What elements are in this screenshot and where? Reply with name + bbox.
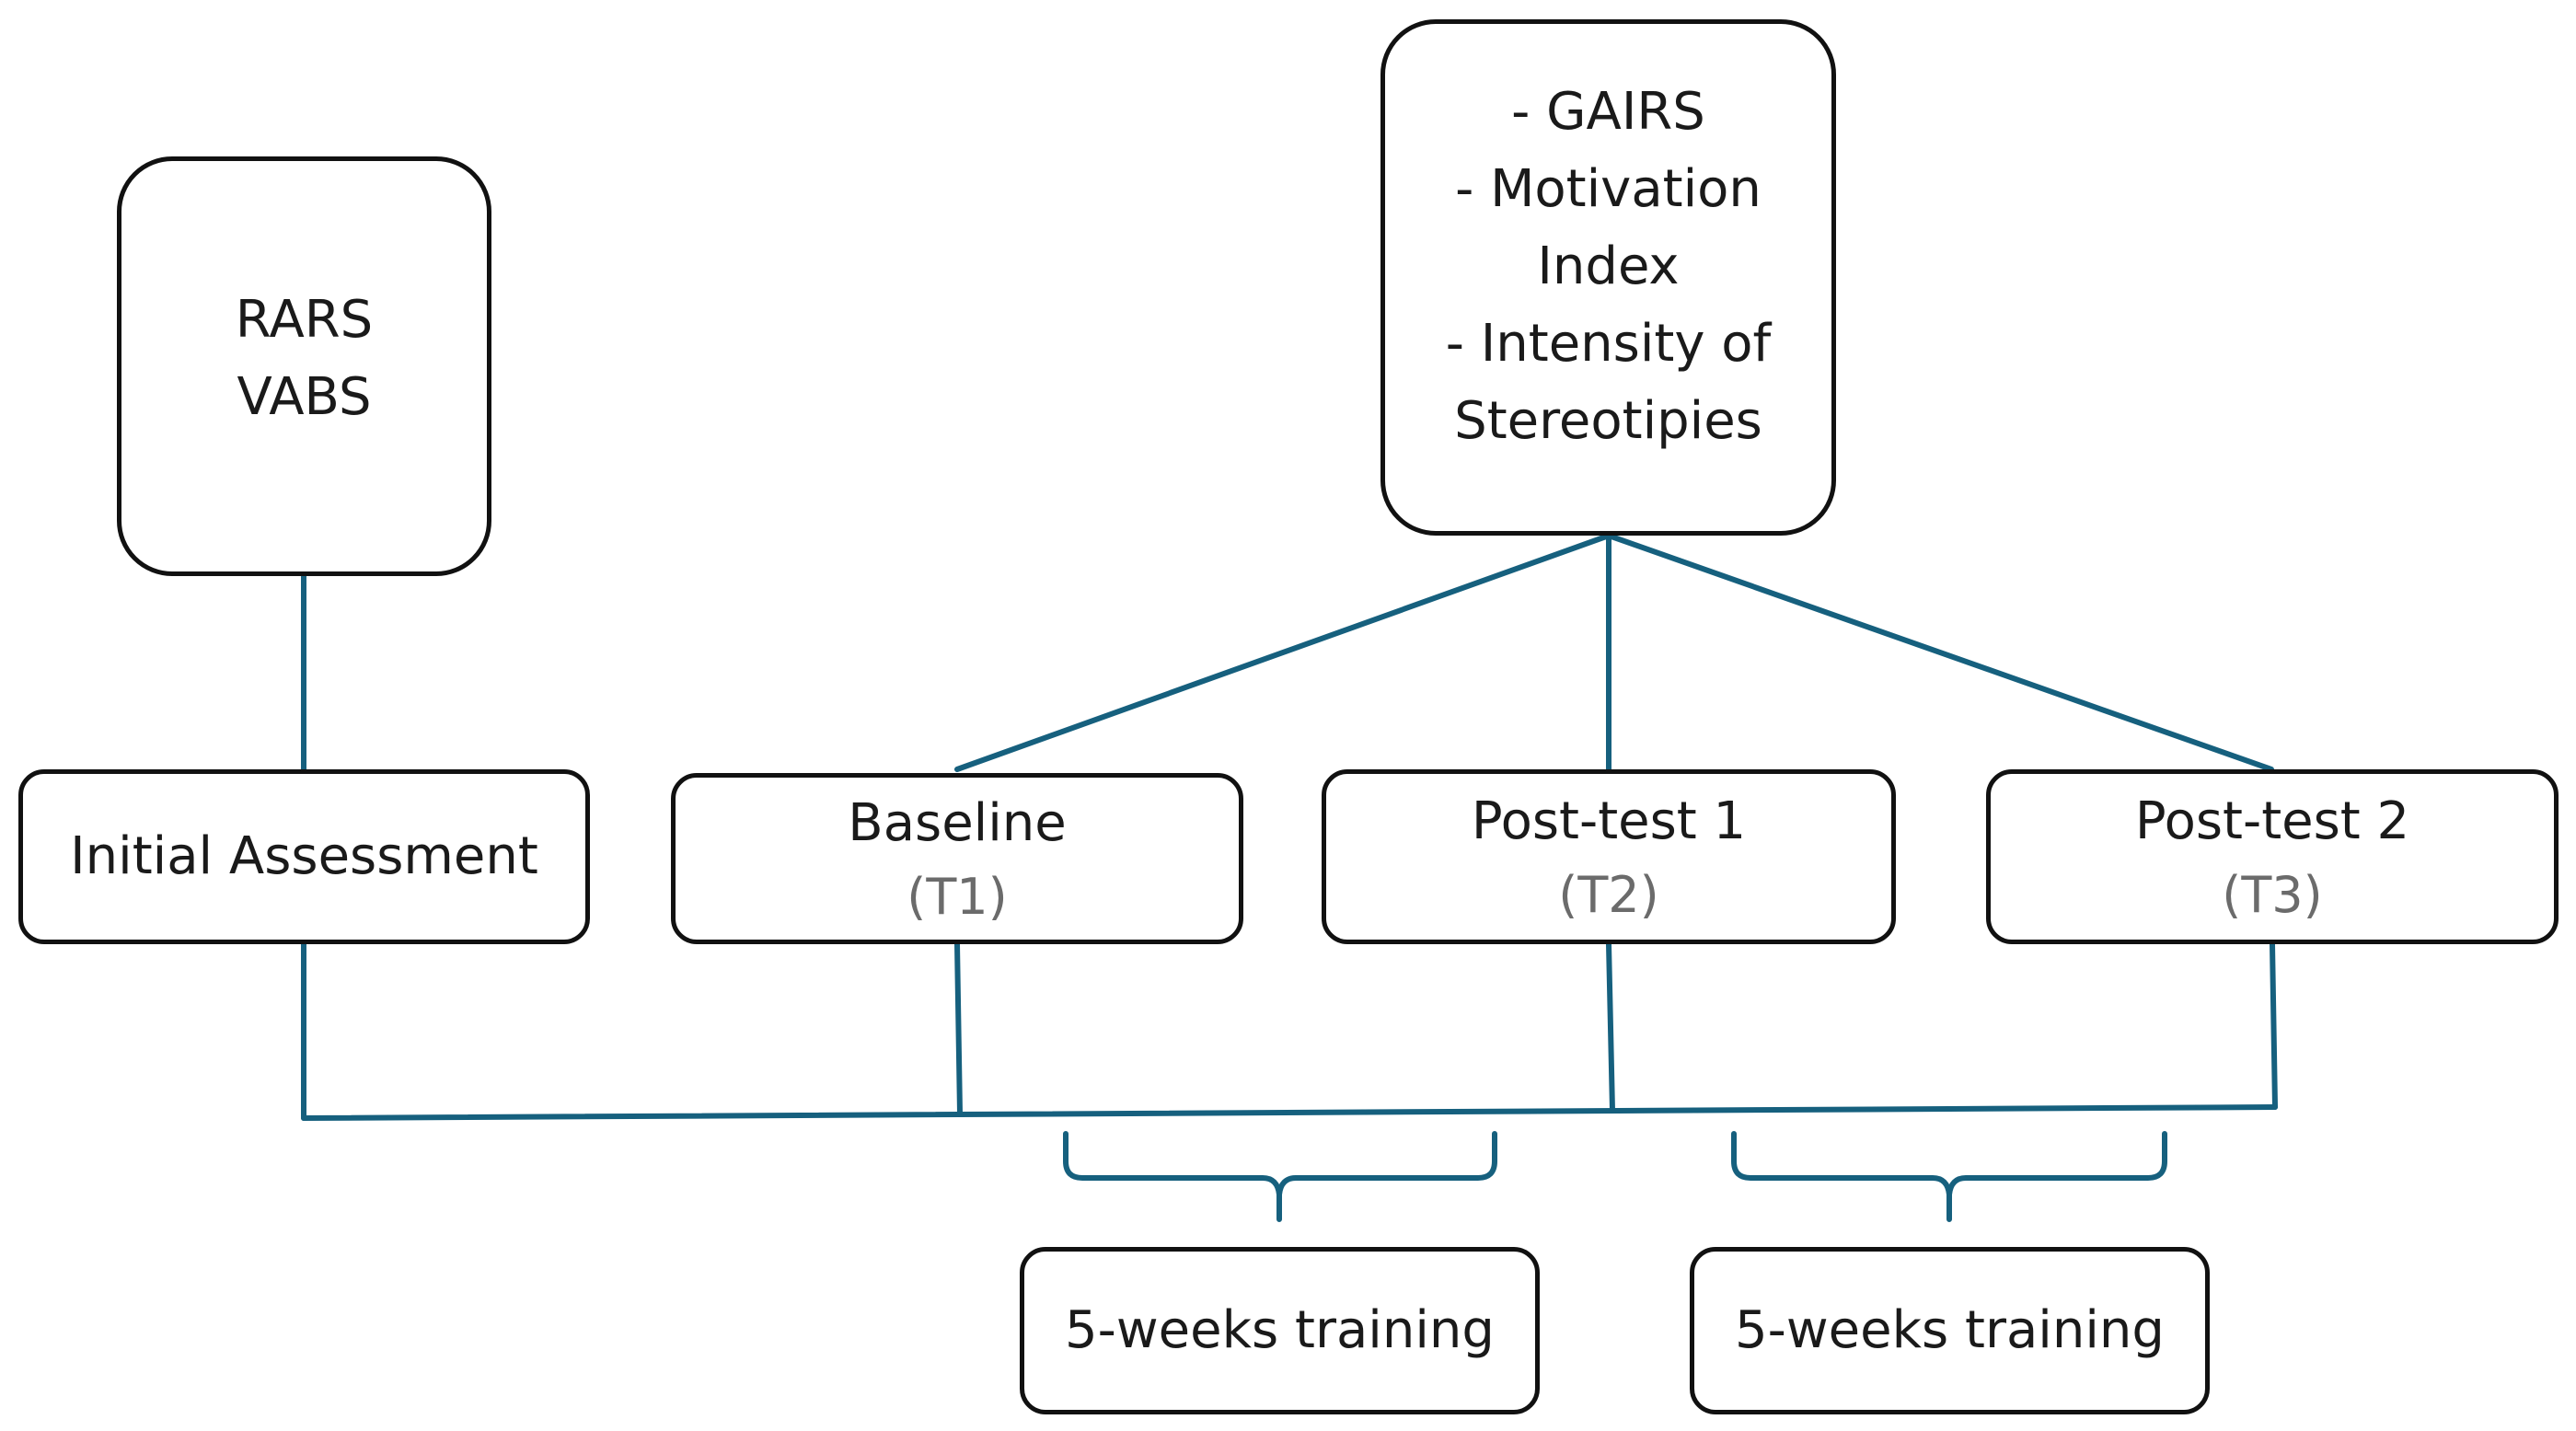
training1-label: 5-weeks training [1065,1300,1495,1360]
baseline-label: Baseline [848,793,1067,854]
scale-rars: RARS [235,290,374,350]
connector-measures-to-baseline [954,533,1611,772]
measure-intensity: - Intensity of [1445,313,1772,374]
posttest1-code: (T2) [1558,866,1659,925]
training2-box: 5-weeks training [1690,1247,2210,1414]
measure-gairs: - GAIRS [1511,81,1705,142]
tick-posttest1 [1606,941,1615,1114]
posttest1-box: Post-test 1 (T2) [1322,769,1896,944]
baseline-code: (T1) [907,868,1008,927]
brace-training-1 [1063,1131,1497,1222]
brace-training-2 [1731,1131,2167,1222]
posttest2-label: Post-test 2 [2134,791,2410,852]
training2-label: 5-weeks training [1735,1300,2165,1360]
measure-stereotipies: Stereotipies [1454,390,1762,451]
tick-baseline [954,941,963,1116]
initial-assessment-label: Initial Assessment [70,826,538,886]
measures-box: - GAIRS - Motivation Index - Intensity o… [1380,19,1836,536]
measure-motivation: - Motivation [1455,158,1762,219]
scales-box: RARS VABS [117,156,491,576]
training1-box: 5-weeks training [1020,1247,1540,1414]
posttest2-code: (T3) [2222,866,2323,925]
baseline-box: Baseline (T1) [671,773,1243,944]
initial-assessment-box: Initial Assessment [18,769,590,944]
timeline-axis [301,1104,2278,1121]
scale-vabs: VABS [237,367,372,427]
measure-motivation-index: Index [1537,236,1680,296]
posttest2-box: Post-test 2 (T3) [1986,769,2559,944]
tick-posttest2 [2270,941,2278,1110]
connector-measures-to-posttest2 [1606,533,2274,772]
posttest1-label: Post-test 1 [1471,791,1747,852]
